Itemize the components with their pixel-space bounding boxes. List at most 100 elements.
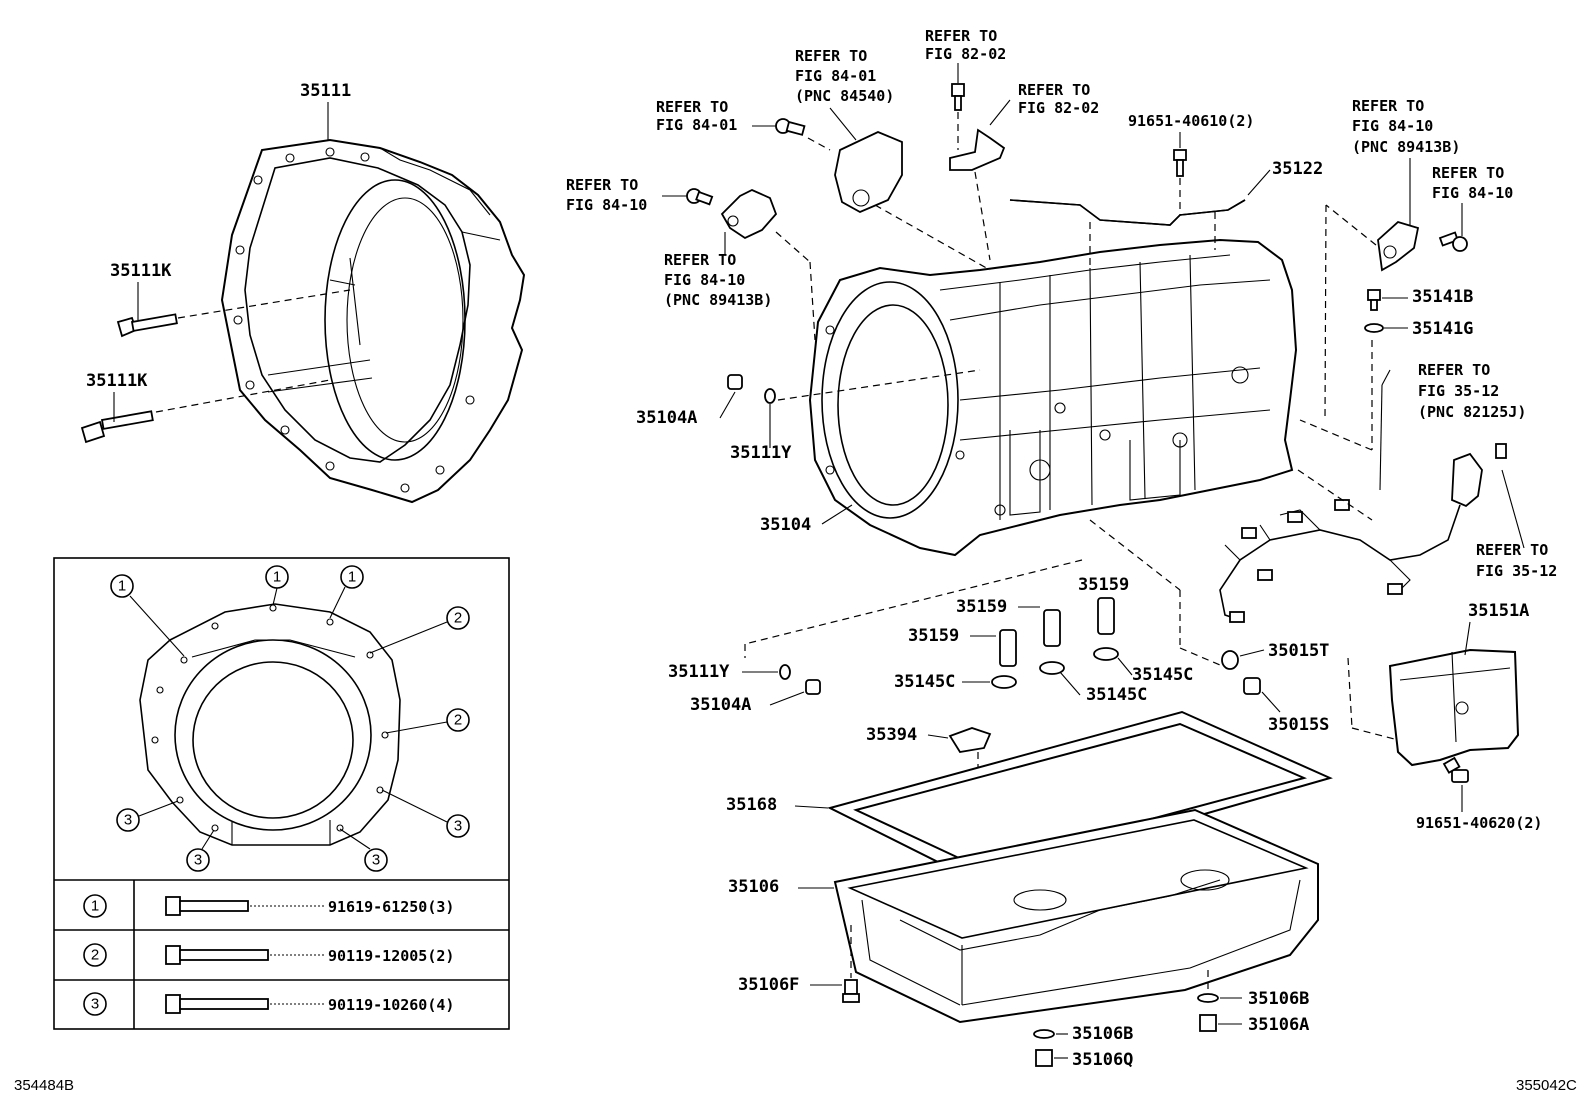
plug-35106f: 35106F	[738, 925, 860, 1003]
svg-text:91619-61250(3): 91619-61250(3)	[328, 898, 454, 916]
refer-fig-84-10-bolt-right: REFER TO FIG 84-10	[1432, 164, 1513, 252]
svg-text:3: 3	[194, 852, 202, 869]
bolt-location-inset: 1 1 1 2 2 3 3	[53, 557, 510, 1030]
svg-text:FIG 84-10: FIG 84-10	[566, 196, 647, 214]
svg-text:3: 3	[124, 812, 132, 829]
svg-text:35122: 35122	[1272, 159, 1323, 179]
svg-text:90119-12005(2): 90119-12005(2)	[328, 947, 454, 965]
inset-row-3: 3 90119-10260(4)	[83, 992, 454, 1016]
svg-text:REFER TO: REFER TO	[1352, 97, 1424, 115]
refer-fig-35-12-sensor: REFER TO FIG 35-12 (PNC 82125J)	[1219, 361, 1526, 623]
svg-text:REFER TO: REFER TO	[566, 176, 638, 194]
oring-35015t: 35015T	[1089, 519, 1329, 670]
svg-text:35106A: 35106A	[1248, 1015, 1309, 1035]
svg-text:35104A: 35104A	[636, 408, 697, 428]
svg-text:35015S: 35015S	[1268, 715, 1329, 735]
bolt-91651-40610: 91651-40610(2)	[1128, 112, 1254, 215]
plug-35104a-upper: 35104A	[636, 374, 743, 428]
part-label-35111k-lower: 35111K	[86, 371, 148, 391]
svg-text:35141B: 35141B	[1412, 287, 1473, 307]
svg-text:(PNC 82125J): (PNC 82125J)	[1418, 403, 1526, 421]
part-label-35111: 35111	[300, 81, 351, 101]
refer-fig-84-10-bolt-left: REFER TO FIG 84-10	[566, 176, 714, 214]
washer-35141g: 35141G	[1299, 319, 1473, 451]
svg-text:35111Y: 35111Y	[668, 662, 730, 682]
svg-text:REFER TO: REFER TO	[656, 98, 728, 116]
svg-text:35159: 35159	[908, 626, 959, 646]
svg-text:35159: 35159	[956, 597, 1007, 617]
svg-text:35394: 35394	[866, 725, 917, 745]
bolt-35111k-lower	[80, 410, 154, 444]
svg-text:(PNC 89413B): (PNC 89413B)	[1352, 138, 1460, 156]
svg-text:1: 1	[91, 898, 99, 915]
inset-row-1: 1 91619-61250(3)	[83, 894, 454, 918]
plug-35104a-lower: 35104A	[690, 679, 821, 715]
inset-callout-2b: 2	[446, 708, 470, 732]
svg-text:35145C: 35145C	[894, 672, 955, 692]
svg-text:3: 3	[372, 852, 380, 869]
svg-text:35145C: 35145C	[1132, 665, 1193, 685]
transmission-case-35104	[808, 238, 1298, 557]
svg-text:2: 2	[454, 712, 462, 729]
plug-35106q: 35106Q	[1035, 1049, 1133, 1070]
refer-fig-84-01-sensor: REFER TO FIG 84-01 (PNC 84540)	[795, 47, 991, 271]
svg-text:FIG 84-01: FIG 84-01	[656, 116, 737, 134]
svg-text:2: 2	[91, 947, 99, 964]
svg-text:35141G: 35141G	[1412, 319, 1473, 339]
svg-text:35104A: 35104A	[690, 695, 751, 715]
svg-text:35111Y: 35111Y	[730, 443, 792, 463]
svg-text:91651-40610(2): 91651-40610(2)	[1128, 112, 1254, 130]
refer-fig-82-02-top: REFER TO FIG 82-02	[925, 27, 1006, 150]
svg-text:1: 1	[348, 569, 356, 586]
svg-text:FIG 35-12: FIG 35-12	[1476, 562, 1557, 580]
svg-text:35145C: 35145C	[1086, 685, 1147, 705]
svg-text:REFER TO: REFER TO	[1018, 81, 1090, 99]
footer-id-right: 355042C	[1516, 1077, 1577, 1094]
inset-callout-1c: 1	[340, 565, 364, 589]
svg-text:FIG 35-12: FIG 35-12	[1418, 382, 1499, 400]
svg-text:FIG 84-01: FIG 84-01	[795, 67, 876, 85]
svg-text:REFER TO: REFER TO	[1476, 541, 1548, 559]
svg-text:REFER TO: REFER TO	[664, 251, 736, 269]
svg-text:35106B: 35106B	[1248, 989, 1309, 1009]
svg-text:35106B: 35106B	[1072, 1024, 1133, 1044]
svg-text:91651-40620(2): 91651-40620(2)	[1416, 814, 1542, 832]
svg-text:35106Q: 35106Q	[1072, 1050, 1133, 1070]
inset-callout-3d: 3	[364, 848, 388, 872]
inset-callout-1a: 1	[110, 574, 134, 598]
svg-text:35151A: 35151A	[1468, 601, 1529, 621]
svg-text:(PNC 89413B): (PNC 89413B)	[664, 291, 772, 309]
svg-text:2: 2	[454, 610, 462, 627]
plug-35015s: 35015S	[1243, 677, 1329, 735]
inset-row-2: 2 90119-12005(2)	[83, 943, 454, 967]
plug-35106a: 35106A	[1199, 970, 1309, 1035]
oring-35111y-lower: 35111Y	[668, 662, 791, 682]
svg-text:FIG 84-10: FIG 84-10	[664, 271, 745, 289]
svg-text:REFER TO: REFER TO	[795, 47, 867, 65]
bolt-35141b: 35141B	[1367, 287, 1473, 311]
svg-text:35159: 35159	[1078, 575, 1129, 595]
protector-35151a: 35151A	[1347, 601, 1529, 767]
refer-fig-84-01-bolt: REFER TO FIG 84-01	[656, 98, 831, 151]
svg-text:REFER TO: REFER TO	[1432, 164, 1504, 182]
svg-text:90119-10260(4): 90119-10260(4)	[328, 996, 454, 1014]
inset-callout-3a: 3	[116, 808, 140, 832]
svg-text:3: 3	[454, 818, 462, 835]
part-label-35111k-upper: 35111K	[110, 261, 172, 281]
refer-fig-82-02-bracket: REFER TO FIG 82-02	[949, 81, 1099, 261]
refer-fig-84-10-sensor-right: REFER TO FIG 84-10 (PNC 89413B)	[1324, 97, 1460, 421]
svg-text:35168: 35168	[726, 795, 777, 815]
accumulator-group: 35159 35145C 35159 35145C 35159 35145C	[744, 559, 1193, 705]
svg-text:FIG 82-02: FIG 82-02	[1018, 99, 1099, 117]
refer-fig-84-10-sensor-left: REFER TO FIG 84-10 (PNC 89413B)	[664, 189, 816, 341]
oil-pan-gasket-35168: 35168	[726, 710, 1333, 882]
inset-callout-1b: 1	[265, 565, 289, 589]
oring-35111y-upper: 35111Y	[730, 369, 981, 463]
bolt-91651-40620: 91651-40620(2)	[1416, 756, 1542, 832]
svg-text:3: 3	[91, 996, 99, 1013]
inset-callout-3b: 3	[446, 814, 470, 838]
inset-callout-2a: 2	[446, 606, 470, 630]
svg-text:FIG 84-10: FIG 84-10	[1352, 117, 1433, 135]
svg-text:REFER TO: REFER TO	[925, 27, 997, 45]
